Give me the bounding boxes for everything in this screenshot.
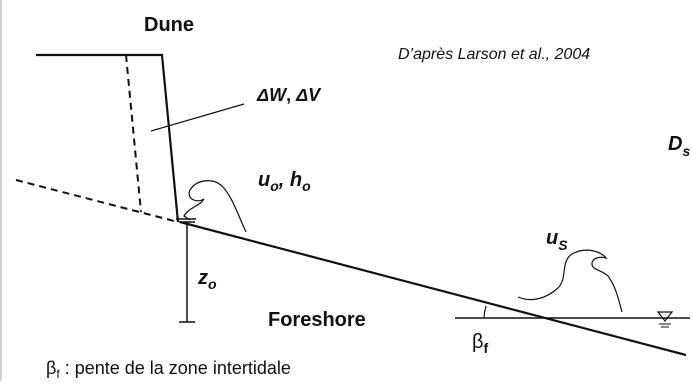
foreshore-label: Foreshore bbox=[268, 309, 366, 331]
caption-label: βf : pente de la zone intertidale bbox=[46, 358, 291, 381]
beta-angle-arc bbox=[483, 305, 487, 319]
uo-main: u bbox=[258, 169, 270, 191]
us-sub: S bbox=[558, 237, 568, 253]
zo-sub: o bbox=[208, 276, 217, 292]
initial-profile-dashed bbox=[15, 179, 179, 223]
water-level-symbol bbox=[656, 311, 674, 322]
delta-v-text: ΔV bbox=[295, 85, 322, 105]
dune-profile-solid bbox=[36, 53, 180, 223]
uo-ho-label: uo, ho bbox=[258, 169, 311, 194]
caption-text: : pente de la zone intertidale bbox=[60, 358, 291, 378]
zo-main: z bbox=[197, 267, 208, 289]
ds-sub: s bbox=[682, 143, 690, 159]
beta-f-label: βf bbox=[472, 331, 489, 356]
us-label: uS bbox=[546, 227, 568, 253]
delta-wv-label: ΔW, ΔV bbox=[256, 85, 322, 105]
dune-profile-dashed bbox=[125, 54, 142, 213]
caption-beta: β bbox=[46, 358, 56, 378]
delta-w-text: ΔW bbox=[256, 85, 288, 105]
caption-sub: f bbox=[56, 367, 60, 381]
foreshore-slope bbox=[179, 220, 687, 357]
ds-main: D bbox=[668, 133, 682, 155]
delta-leader-line bbox=[150, 103, 245, 132]
us-main: u bbox=[546, 227, 558, 249]
ho-sub: o bbox=[302, 178, 311, 194]
zo-label: zo bbox=[197, 267, 217, 292]
ho-main: h bbox=[290, 169, 302, 191]
dune-label: Dune bbox=[144, 14, 194, 36]
citation-label: D’après Larson et al., 2004 bbox=[398, 46, 590, 63]
uo-comma: , bbox=[278, 169, 290, 191]
delta-sep-text: , bbox=[286, 85, 296, 105]
runup-wave-sketch bbox=[183, 180, 247, 233]
left-border bbox=[0, 0, 2, 381]
ds-label: Ds bbox=[668, 133, 690, 159]
beta-f-sub: f bbox=[484, 340, 489, 356]
beta-f-main: β bbox=[472, 331, 484, 353]
breaking-wave-sketch bbox=[517, 249, 623, 313]
uo-sub: o bbox=[270, 178, 279, 194]
